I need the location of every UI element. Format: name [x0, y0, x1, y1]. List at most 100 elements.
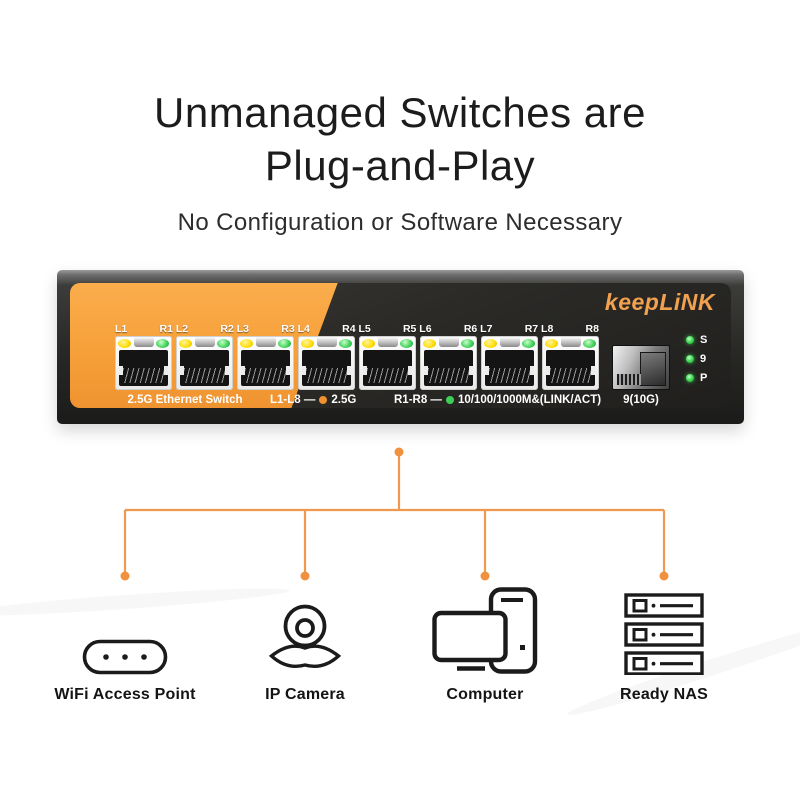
model-caption: 2.5G Ethernet Switch: [110, 394, 260, 406]
ports-row: [115, 336, 599, 390]
rj45-port: [115, 336, 172, 390]
device-ip-camera: IP Camera: [220, 584, 390, 704]
port-jack: [180, 350, 229, 386]
page-title-line1: Unmanaged Switches are: [154, 89, 646, 136]
status-led-label: 9: [700, 353, 707, 365]
port-led-green: [339, 339, 352, 348]
headline: Unmanaged Switches are Plug-and-Play No …: [0, 86, 800, 237]
port-led-yellow: [240, 339, 253, 348]
port-led-green: [217, 339, 230, 348]
nas-icon: [624, 585, 704, 675]
wifi-access-point-icon: [82, 585, 168, 675]
status-led: P: [686, 372, 707, 384]
port-notch: [546, 366, 550, 376]
port-jack: [546, 350, 595, 386]
port-notch: [530, 366, 534, 376]
rj45-port: [481, 336, 538, 390]
port-tab: [499, 337, 520, 347]
port-label: R5 L6: [402, 323, 432, 335]
sfp-pins: [617, 374, 641, 385]
status-led-label: P: [700, 372, 708, 384]
model-caption-text: 2.5G Ethernet Switch: [127, 394, 243, 406]
device-computer: Computer: [400, 584, 570, 704]
port-notch: [347, 366, 351, 376]
legend-left-value: 2.5G: [331, 394, 357, 406]
port-jack: [119, 350, 168, 386]
green-led-dot-icon: [445, 396, 454, 404]
port-jack: [363, 350, 412, 386]
port-label: R3 L4: [281, 323, 310, 335]
legend-right: R1-R8 — 10/100/1000M&(LINK/ACT): [394, 394, 601, 406]
port-pins: [306, 368, 347, 383]
sfp-caption-text: 9(10G): [623, 394, 659, 406]
port-pins: [245, 368, 286, 383]
port-label: R4 L5: [342, 323, 371, 335]
port-label: R2 L3: [220, 323, 249, 335]
port-led-yellow: [118, 339, 131, 348]
port-pins: [123, 368, 164, 383]
legend-right-value: 10/100/1000M&(LINK/ACT): [457, 394, 602, 406]
port-led-green: [583, 339, 596, 348]
port-led-yellow: [301, 339, 314, 348]
port-label: R8: [585, 323, 599, 335]
port-led-yellow: [362, 339, 375, 348]
port-jack: [485, 350, 534, 386]
device-label: Ready NAS: [619, 686, 709, 703]
switch-product-image: keepLiNK L1 R1 L2 R2 L3 R3 L4 R4 L5 R5 L6 R6 L…: [57, 270, 744, 424]
orange-led-dot-icon: [319, 396, 328, 404]
device-label: IP Camera: [265, 686, 345, 703]
status-led-dot-icon: [686, 374, 694, 382]
port-led-green: [522, 339, 535, 348]
port-label: R7 L8: [524, 323, 554, 335]
port-tab: [316, 337, 337, 347]
legend-right-prefix: R1-R8 —: [394, 394, 442, 406]
connector-lines: [123, 454, 666, 574]
port-labels-row: L1 R1 L2 R2 L3 R3 L4 R4 L5 R5 L6 R6 L7 R7 L8 R8: [115, 323, 599, 335]
port-tab: [133, 337, 154, 347]
port-led-yellow: [423, 339, 436, 348]
port-notch: [241, 366, 245, 376]
port-pins: [489, 368, 530, 383]
port-label: R1 L2: [159, 323, 189, 335]
port-notch: [363, 366, 367, 376]
port-jack: [241, 350, 290, 386]
port-notch: [469, 366, 473, 376]
status-led-label: S: [700, 334, 708, 346]
port-pins: [184, 368, 225, 383]
port-notch: [302, 366, 306, 376]
port-label: L1: [115, 323, 128, 335]
port-led-green: [461, 339, 474, 348]
topology-connector: [120, 447, 669, 581]
sfp-port: [612, 345, 670, 390]
legend-left: L1-L8 — 2.5G: [270, 394, 356, 406]
ip-camera-icon: [267, 585, 343, 675]
port-notch: [408, 366, 412, 376]
switch-faceplate: keepLiNK L1 R1 L2 R2 L3 R3 L4 R4 L5 R5 L6 R6 L…: [70, 283, 731, 408]
page-subtitle: No Configuration or Software Necessary: [177, 209, 623, 236]
status-led-dot-icon: [686, 355, 694, 363]
status-led: 9: [686, 353, 707, 365]
status-led: S: [686, 334, 707, 346]
port-notch: [286, 366, 290, 376]
rj45-port: [298, 336, 355, 390]
computer-icon: [432, 585, 538, 675]
port-notch: [225, 366, 229, 376]
port-notch: [119, 366, 123, 376]
rj45-port: [237, 336, 294, 390]
port-notch: [164, 366, 168, 376]
page-title-line2: Plug-and-Play: [264, 142, 536, 189]
brand-logo: keepLiNK: [604, 289, 715, 315]
port-tab: [255, 337, 276, 347]
port-notch: [424, 366, 428, 376]
device-label: WiFi Access Point: [54, 686, 196, 703]
port-label: R6 L7: [463, 323, 493, 335]
port-led-green: [400, 339, 413, 348]
port-pins: [428, 368, 469, 383]
sfp-slot: [640, 352, 666, 386]
sfp-caption: 9(10G): [610, 394, 672, 406]
legend-left-prefix: L1-L8 —: [270, 394, 316, 406]
port-jack: [424, 350, 473, 386]
device-ready-nas: Ready NAS: [579, 584, 749, 704]
